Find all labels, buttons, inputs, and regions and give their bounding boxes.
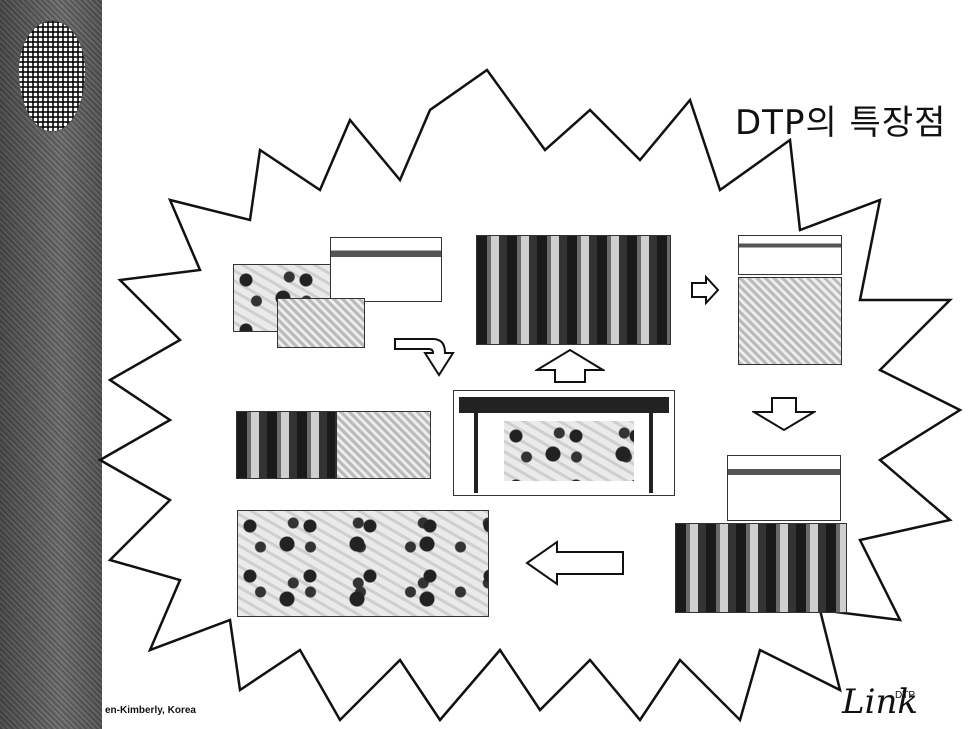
left-arrow-icon <box>525 540 625 586</box>
printed-fabric-photo <box>237 510 489 617</box>
exhibition-booth-photo <box>675 523 847 613</box>
down-arrow-icon <box>752 396 816 432</box>
software-screen-photo <box>330 237 442 302</box>
equipment-photo-1 <box>738 235 842 275</box>
fabric-rolls-photo <box>476 235 671 345</box>
brand-logo-sub: DTP <box>895 690 915 701</box>
design-print-photo <box>277 298 365 348</box>
slide-title: DTP의 특장점 <box>735 95 946 144</box>
up-arrow-icon <box>535 348 605 384</box>
equipment-photo-2 <box>738 277 842 365</box>
footer-credit: en-Kimberly, Korea <box>105 705 196 716</box>
curved-arrow-icon <box>393 333 463 378</box>
printer-photo <box>453 390 675 496</box>
computer-photo-2 <box>336 411 431 479</box>
right-arrow-icon <box>690 275 720 305</box>
computer-photo-1 <box>236 411 336 479</box>
monitor-photo <box>727 455 841 521</box>
brand-logo-script: Link <box>842 682 918 722</box>
